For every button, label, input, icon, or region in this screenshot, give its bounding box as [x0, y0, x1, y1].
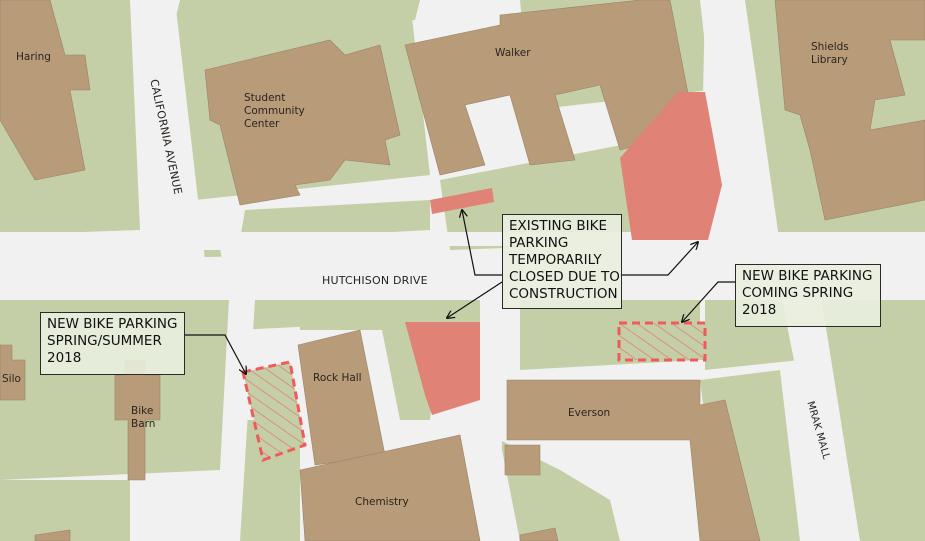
label-line: Community: [244, 105, 305, 117]
label-line: Shields: [811, 41, 849, 53]
callout-line: 2018: [47, 350, 82, 366]
callout-line: 2018: [742, 302, 777, 318]
new-lot-everson: [617, 321, 707, 362]
building-label-silo[interactable]: Silo: [2, 373, 21, 385]
label-line: Student: [244, 92, 286, 104]
building-label-chemistry[interactable]: Chemistry: [355, 496, 409, 508]
callout-line: EXISTING BIKE: [509, 218, 608, 234]
building-label-walker[interactable]: Walker: [495, 47, 531, 59]
callout-new-coming-spring: NEW BIKE PARKING COMING SPRING 2018: [735, 264, 881, 327]
label-line: Bike: [131, 405, 154, 417]
closed-strip-walker: [430, 188, 494, 214]
callout-line: NEW BIKE PARKING: [742, 268, 873, 284]
building-label-everson[interactable]: Everson: [568, 407, 611, 419]
road-label-hutchison: HUTCHISON DRIVE: [322, 274, 428, 287]
building-label-bike-barn[interactable]: Bike Barn: [131, 405, 155, 431]
new-parking-areas: [241, 321, 707, 462]
callout-line: SPRING/SUMMER: [47, 333, 162, 349]
label-line: Library: [811, 54, 848, 66]
callout-line: COMING SPRING: [742, 285, 854, 301]
label-line: Center: [244, 118, 280, 130]
callout-line: CONSTRUCTION: [509, 286, 618, 302]
closed-lot-northeast: [620, 92, 722, 240]
building-label-student-center[interactable]: Student Community Center: [244, 92, 305, 131]
callout-existing-closed: EXISTING BIKE PARKING TEMPORARILY CLOSED…: [502, 214, 622, 309]
callout-line: TEMPORARILY: [509, 252, 602, 268]
building-label-shields[interactable]: Shields Library: [811, 41, 849, 67]
callout-new-spring-summer: NEW BIKE PARKING SPRING/SUMMER 2018: [40, 312, 185, 375]
label-line: Barn: [131, 418, 156, 430]
building-label-rock-hall[interactable]: Rock Hall: [313, 372, 362, 384]
building-label-haring[interactable]: Haring: [16, 51, 51, 63]
callout-line: NEW BIKE PARKING: [47, 316, 178, 332]
callout-line: PARKING: [509, 235, 569, 251]
closed-parking-areas: [405, 92, 722, 415]
closed-lot-center: [405, 322, 480, 415]
callout-line: CLOSED DUE TO: [509, 269, 620, 285]
callout-leaders: [184, 210, 735, 374]
new-lot-rock-hall: [241, 360, 307, 462]
